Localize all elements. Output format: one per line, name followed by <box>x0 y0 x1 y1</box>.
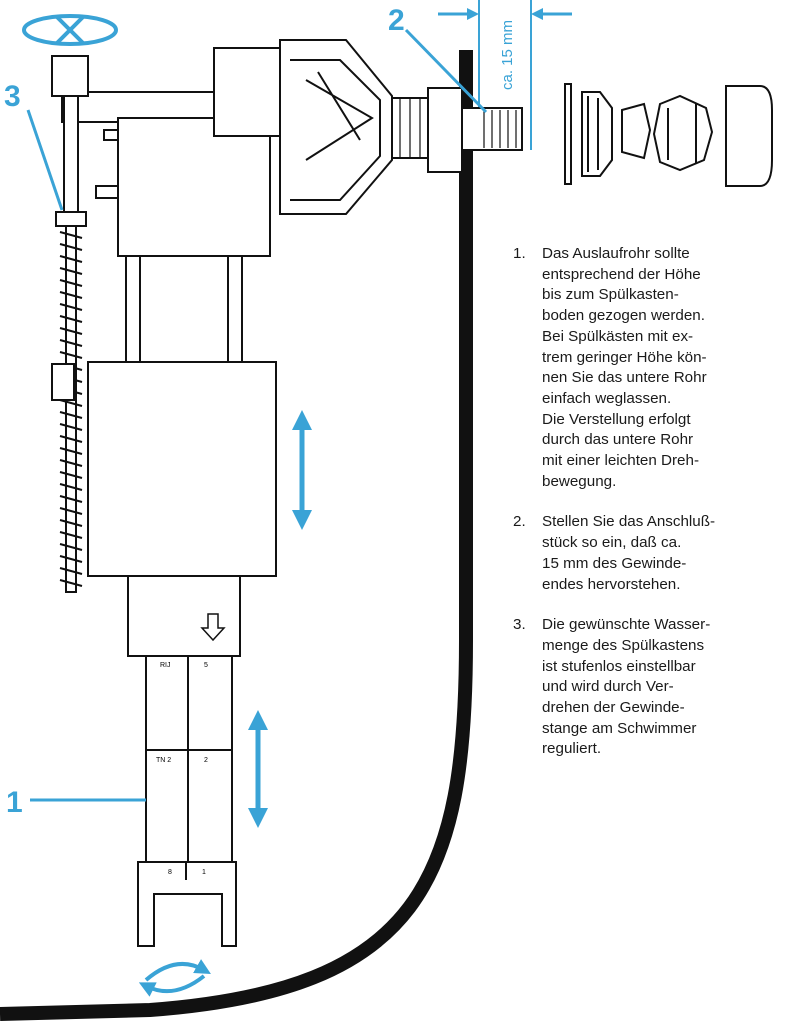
rotate-arrow-icon <box>22 14 118 46</box>
instruction-line: boden gezogen werden. <box>542 307 705 325</box>
scale-mark: 8 <box>168 869 172 876</box>
instruction-item: 3. Die gewünschte Wasser- menge des Spül… <box>513 615 785 760</box>
instruction-line: menge des Spülkastens <box>542 636 705 654</box>
instruction-line: trem geringer Höhe kön- <box>542 348 707 366</box>
instruction-line: endes hervorstehen. <box>542 575 681 593</box>
instruction-line: Das Auslaufrohr sollte <box>542 245 690 262</box>
scale-mark: 2 <box>204 757 208 764</box>
scale-mark: RIJ <box>160 662 171 669</box>
exploded-fittings <box>564 83 773 187</box>
instruction-line: bewegung. <box>542 472 617 490</box>
instruction-number: 3. <box>513 616 526 634</box>
outlet-pipe <box>137 655 237 947</box>
instruction-line: einfach weglassen. <box>542 389 672 407</box>
scale-mark: 1 <box>202 869 206 876</box>
instruction-item: 1. Das Auslaufrohr sollte entsprechend d… <box>513 244 785 492</box>
instruction-number: 2. <box>513 513 526 531</box>
valve-head <box>61 39 463 257</box>
instruction-line: Die gewünschte Wasser- <box>542 616 711 634</box>
instruction-line: entsprechend der Höhe <box>542 265 701 283</box>
down-arrow-icon <box>200 613 226 642</box>
instruction-line: stange am Schwimmer <box>542 719 697 737</box>
instruction-line: mit einer leichten Dreh- <box>542 452 699 470</box>
instruction-line: und wird durch Ver- <box>542 678 674 696</box>
threaded-inlet <box>459 107 523 151</box>
instruction-line: Stellen Sie das Anschluß- <box>542 513 716 531</box>
instruction-line: Bei Spülkästen mit ex- <box>542 327 694 345</box>
instruction-line: 15 mm des Gewinde- <box>542 554 687 572</box>
cistern-wall <box>0 50 473 1021</box>
instruction-line: drehen der Gewinde- <box>542 699 685 717</box>
instruction-line: durch das untere Rohr <box>542 431 694 449</box>
instruction-number: 1. <box>513 245 526 262</box>
instruction-list: 1. Das Auslaufrohr sollte entsprechend d… <box>513 244 785 780</box>
threaded-rod <box>51 55 89 593</box>
instruction-line: bis zum Spülkasten- <box>542 286 679 304</box>
scale-mark: TN 2 <box>156 757 171 764</box>
callout-1: 1 <box>6 786 23 819</box>
instruction-line: nen Sie das untere Rohr <box>542 369 707 387</box>
swivel-arrow-icon <box>138 959 211 997</box>
instruction-line: Die Verstellung erfolgt <box>542 410 691 428</box>
instruction-line: ist stufenlos einstellbar <box>542 657 696 675</box>
scale-mark: 5 <box>204 662 208 669</box>
callout-3: 3 <box>4 80 21 113</box>
callout-2: 2 <box>388 4 405 37</box>
dimension-15mm: ca. 15 mm <box>438 0 572 150</box>
instruction-item: 2. Stellen Sie das Anschluß- stück so ei… <box>513 512 785 595</box>
dimension-label: ca. 15 mm <box>499 20 516 90</box>
valve-body <box>87 255 277 657</box>
instruction-line: stück so ein, daß ca. <box>542 534 682 552</box>
instruction-line: reguliert. <box>542 740 602 758</box>
